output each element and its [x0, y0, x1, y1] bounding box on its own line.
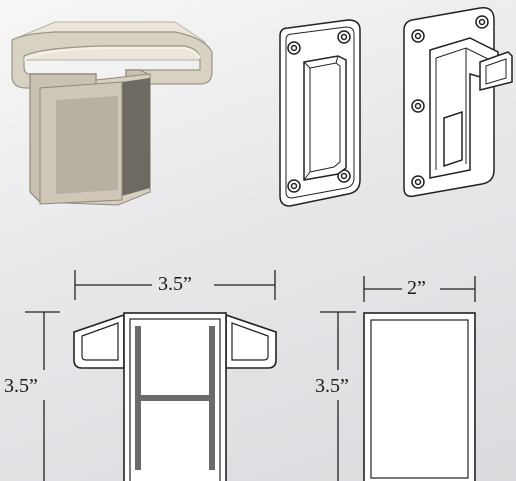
wall-bracket-render	[279, 19, 361, 207]
side-width-label: 2”	[407, 277, 426, 299]
right-flange	[225, 313, 277, 369]
rail-3d-render	[11, 21, 213, 206]
post-cross-section-drawing	[320, 276, 476, 481]
rail-cross-section-drawing	[25, 270, 277, 481]
top-height-label: 3.5”	[2, 375, 40, 397]
post-profile-inner	[370, 319, 469, 479]
h-bar-right	[209, 326, 215, 470]
h-bar-crossbar	[141, 395, 209, 401]
top-width-label: 3.5”	[158, 273, 192, 295]
h-bar-left	[135, 326, 141, 470]
left-flange	[73, 313, 125, 369]
angled-bracket-render	[403, 7, 513, 198]
side-height-label: 3.5”	[313, 375, 351, 397]
post-profile-outer	[363, 312, 476, 481]
